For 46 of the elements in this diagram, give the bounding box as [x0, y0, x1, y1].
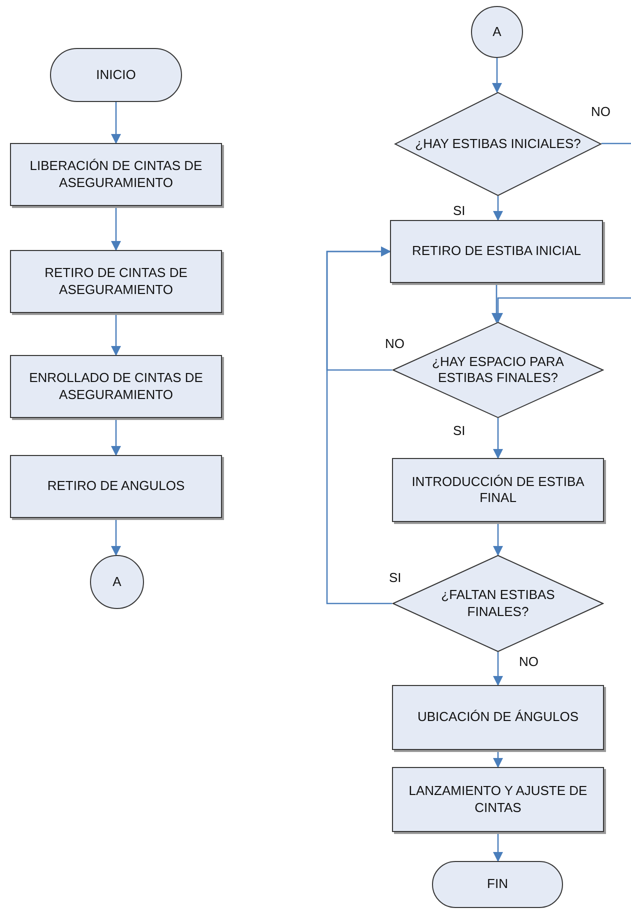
edge-label: NO — [590, 104, 612, 119]
process-box — [392, 685, 604, 750]
edge-label: SI — [452, 203, 466, 218]
edge-label: SI — [452, 423, 466, 438]
arrow — [111, 418, 121, 456]
node-text: FIN — [487, 876, 508, 893]
arrow — [493, 832, 503, 862]
arrow — [111, 206, 121, 251]
process-box — [10, 143, 222, 206]
arrow — [493, 750, 503, 768]
node-text: RETIRO DE ESTIBA INICIAL — [412, 243, 582, 260]
node-text: INTRODUCCIÓN DE ESTIBA FINAL — [410, 474, 586, 506]
node-text: ¿HAY ESTIBAS INICIALES? — [415, 136, 581, 152]
connector-circle — [471, 6, 523, 58]
process-box — [392, 767, 604, 832]
process-box — [10, 455, 222, 518]
node-text: A — [112, 574, 122, 590]
node-text: INICIO — [96, 66, 136, 84]
edge-label: NO — [384, 336, 406, 351]
process-box — [392, 458, 604, 522]
node-text: ENROLLADO DE CINTAS DE ASEGURAMIENTO — [28, 370, 204, 403]
node-text: ¿FALTAN ESTIBAS FINALES? — [440, 587, 556, 620]
arrow — [111, 518, 121, 556]
node-text: ¿HAY ESPACIO PARA ESTIBAS FINALES? — [431, 354, 565, 386]
connector-circle — [90, 555, 144, 609]
arrow — [493, 418, 503, 459]
node-text: UBICACIÓN DE ÁNGULOS — [417, 709, 579, 726]
node-text: LIBERACIÓN DE CINTAS DE ASEGURAMIENTO — [28, 158, 204, 191]
node-text: RETIRO DE ANGULOS — [47, 478, 185, 495]
arrow — [493, 196, 503, 221]
node-text: A — [492, 24, 502, 40]
arrow — [492, 58, 502, 93]
edge-label: NO — [518, 654, 540, 669]
arrow — [493, 652, 503, 686]
edge-label: SI — [388, 570, 402, 585]
arrow — [493, 522, 503, 556]
arrow — [326, 246, 392, 604]
process-box — [10, 355, 222, 418]
terminal-shape — [50, 48, 182, 102]
process-box — [390, 220, 603, 283]
arrow — [111, 313, 121, 356]
node-text: LANZAMIENTO Y AJUSTE DE CINTAS — [408, 783, 588, 816]
node-text: RETIRO DE CINTAS DE ASEGURAMIENTO — [44, 265, 188, 298]
process-box — [10, 250, 222, 313]
arrow — [111, 102, 121, 144]
terminal-shape — [432, 861, 563, 908]
